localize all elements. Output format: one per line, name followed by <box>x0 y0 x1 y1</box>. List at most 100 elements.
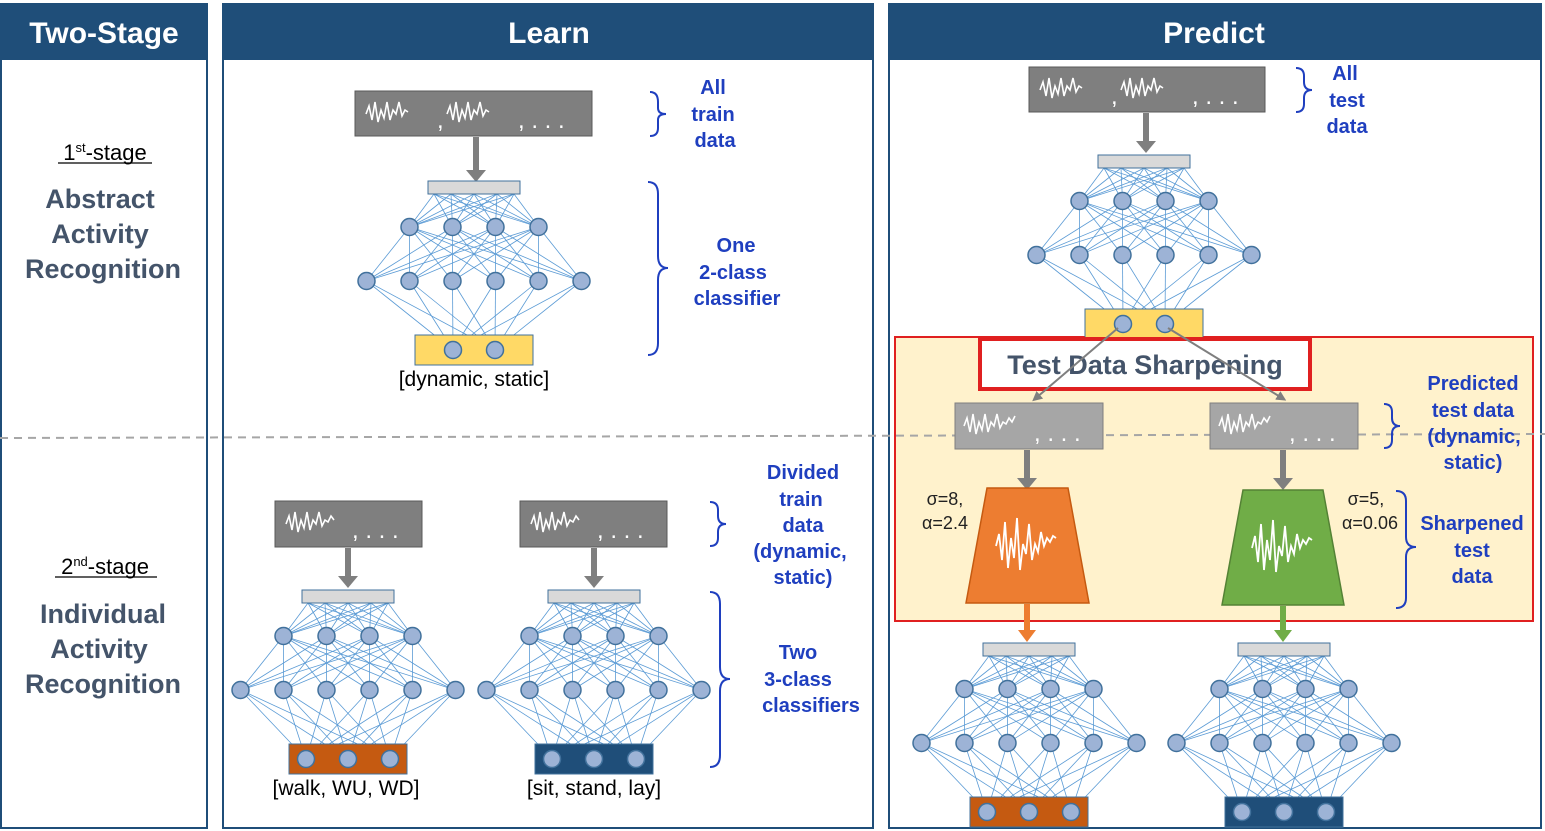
network-edge <box>570 602 659 637</box>
network-edge <box>366 226 453 282</box>
hidden-neuron <box>1027 245 1046 265</box>
hidden-neuron <box>443 271 462 291</box>
stage1-output-label: [dynamic, static] <box>399 368 550 391</box>
brace <box>709 501 727 547</box>
network-edge <box>240 635 284 691</box>
arrow-head <box>1017 478 1037 490</box>
network-edge <box>1219 655 1325 690</box>
network-edge <box>409 226 539 282</box>
network-edge <box>1165 200 1209 256</box>
arrow-head <box>1136 141 1156 153</box>
network-edge <box>1176 688 1349 744</box>
network-edge <box>1219 655 1308 690</box>
svg-text:, . . .: , . . . <box>1289 420 1336 447</box>
all-train-data-line2: train <box>691 104 734 126</box>
hidden-neuron <box>486 217 505 237</box>
two-stage-header: Two-Stage <box>29 17 178 50</box>
network-edge <box>615 635 659 691</box>
hidden-neuron <box>400 217 419 237</box>
hidden-neuron <box>1296 679 1315 699</box>
brace <box>709 591 731 768</box>
predicted-test-data-line4: static) <box>1444 452 1503 474</box>
hidden-neuron <box>360 680 379 700</box>
network-edge <box>921 688 1051 744</box>
hidden-neuron <box>1382 733 1401 753</box>
input-layer-bar <box>427 180 521 195</box>
hidden-neuron <box>1339 733 1358 753</box>
sharpened-test-data-line3: data <box>1451 566 1493 588</box>
waveform-icon <box>1120 77 1164 99</box>
hidden-neuron <box>317 680 336 700</box>
output-neuron <box>626 749 646 769</box>
network-edge <box>369 635 413 691</box>
hidden-neuron <box>1084 679 1103 699</box>
brace <box>1295 67 1313 113</box>
two-classifiers-line1: Two <box>779 642 818 664</box>
two-classifiers-line3: classifiers <box>762 695 860 717</box>
network-edge <box>529 602 635 637</box>
hidden-neuron <box>1253 733 1272 753</box>
svg-text:, . . .: , . . . <box>518 107 565 134</box>
predict-header-bg <box>889 4 1541 60</box>
one-classifier-line1: One <box>717 235 756 257</box>
param-left-alpha: α=2.4 <box>922 513 968 533</box>
output-neuron <box>443 340 463 360</box>
network-edge <box>529 602 595 637</box>
arrow-head-orange <box>1018 630 1036 642</box>
network-edge <box>1007 655 1070 690</box>
neural-network-static-predict <box>1167 642 1401 828</box>
hidden-neuron <box>400 271 419 291</box>
network-edge <box>326 602 389 637</box>
svg-text:,: , <box>1111 83 1118 110</box>
divided-train-data-line5: static) <box>774 567 833 589</box>
network-edge <box>1079 167 1145 202</box>
hidden-neuron <box>274 626 293 646</box>
brace <box>649 91 667 137</box>
neural-network-dynamic-predict <box>912 642 1146 828</box>
network-edge <box>964 688 1094 744</box>
hidden-neuron <box>649 680 668 700</box>
network-edge <box>593 602 659 637</box>
network-edge <box>1176 688 1220 744</box>
output-neuron <box>1113 314 1133 334</box>
network-edge <box>1262 655 1325 690</box>
network-edge <box>326 635 413 691</box>
hidden-neuron <box>1210 733 1229 753</box>
input-layer-bar <box>301 589 395 604</box>
sharpening-filter-static <box>1221 489 1345 606</box>
output-layer-bar <box>1084 308 1204 340</box>
network-edge <box>1219 655 1285 690</box>
param-right-sigma: σ=5, <box>1348 489 1385 509</box>
predicted-test-data-line1: Predicted <box>1427 373 1518 395</box>
hidden-neuron <box>529 217 548 237</box>
network-edge <box>495 226 539 282</box>
network-edge <box>921 688 1008 744</box>
svg-text:,: , <box>437 107 444 134</box>
hidden-neuron <box>563 626 582 646</box>
hidden-neuron <box>1084 733 1103 753</box>
hidden-neuron <box>692 680 711 700</box>
learn-header-bg <box>223 4 873 60</box>
neural-network-static-learn <box>477 589 711 775</box>
network-edge <box>572 602 635 637</box>
network-edge <box>1348 688 1392 744</box>
network-edge <box>1176 688 1306 744</box>
arrow-head-green <box>1274 630 1292 642</box>
stage2-label: 2nd-stage <box>61 554 149 579</box>
hidden-neuron <box>1156 191 1175 211</box>
hidden-neuron <box>1167 733 1186 753</box>
hidden-neuron <box>1156 245 1175 265</box>
network-edge <box>1036 200 1123 256</box>
hidden-neuron <box>649 626 668 646</box>
input-layer-bar <box>1237 642 1331 657</box>
network-edge <box>964 655 1070 690</box>
two-stage-header-bg <box>1 4 207 60</box>
hidden-neuron <box>1070 191 1089 211</box>
network-edge <box>1176 688 1263 744</box>
all-test-data-line2: test <box>1329 90 1365 112</box>
waveform-icon <box>285 511 335 533</box>
network-edge <box>1050 688 1094 744</box>
output-neuron <box>1274 802 1294 822</box>
hidden-neuron <box>446 680 465 700</box>
hidden-neuron <box>1113 245 1132 265</box>
